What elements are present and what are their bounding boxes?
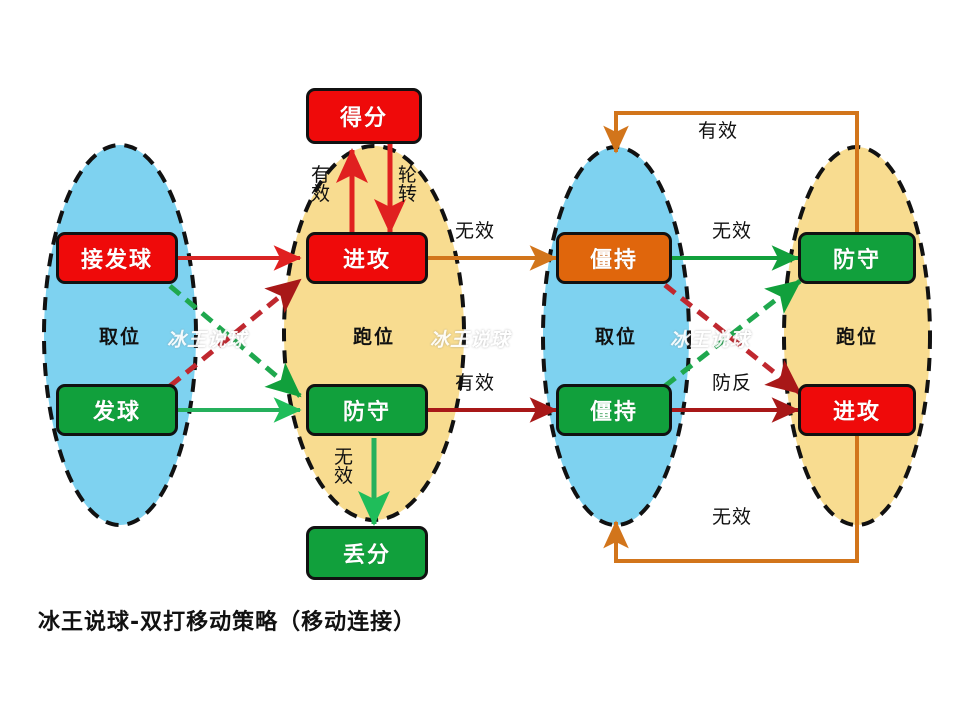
node-attack-left-label: 进攻 xyxy=(342,248,391,273)
diagram-caption: 冰王说球-双打移动策略（移动连接） xyxy=(38,610,417,635)
node-defend-right-label: 防守 xyxy=(832,248,881,273)
edge-label-defend-loop: 有效 xyxy=(698,120,739,142)
node-score-label: 得分 xyxy=(339,106,388,131)
node-lose[interactable]: 丢分 xyxy=(306,526,428,580)
node-stall-green-label: 僵持 xyxy=(589,400,638,425)
edge-label-attack-loop: 无效 xyxy=(712,506,753,528)
node-attack-right-label: 进攻 xyxy=(832,400,881,425)
edge-label-score-up: 有效 xyxy=(311,164,332,206)
node-defend-left[interactable]: 防守 xyxy=(306,384,428,436)
node-stall-orange[interactable]: 僵持 xyxy=(556,232,672,284)
node-score[interactable]: 得分 xyxy=(306,88,422,144)
edge-stall1-to-attack2-dashed xyxy=(663,283,802,395)
node-attack-left[interactable]: 进攻 xyxy=(306,232,428,284)
zone-label-1: 取位 xyxy=(98,326,141,348)
edge-label-score-down: 轮转 xyxy=(398,164,419,206)
node-stall-orange-label: 僵持 xyxy=(589,248,638,273)
node-attack-right[interactable]: 进攻 xyxy=(798,384,916,436)
edge-label-defend-to-stall: 有效 xyxy=(455,372,496,394)
node-receive-label: 接发球 xyxy=(80,248,153,273)
zone-label-3: 取位 xyxy=(594,326,637,348)
edge-attack2-to-position-loop xyxy=(603,436,859,563)
edge-stall2-to-defend2-dashed xyxy=(663,279,802,388)
edge-defend2-to-position-loop xyxy=(603,111,859,236)
zone-label-4: 跑位 xyxy=(835,326,878,348)
edge-label-stall-to-defend: 无效 xyxy=(712,220,753,242)
node-lose-label: 丢分 xyxy=(342,543,391,568)
edge-label-stall-to-attack: 防反 xyxy=(712,372,753,394)
node-receive[interactable]: 接发球 xyxy=(56,232,178,284)
zone-label-2: 跑位 xyxy=(352,326,395,348)
node-defend-right[interactable]: 防守 xyxy=(798,232,916,284)
node-serve[interactable]: 发球 xyxy=(56,384,178,436)
node-defend-left-label: 防守 xyxy=(342,400,391,425)
node-stall-green[interactable]: 僵持 xyxy=(556,384,672,436)
edge-label-attack-to-stall: 无效 xyxy=(455,220,496,242)
edge-serve-to-attack1-dashed xyxy=(168,278,302,388)
edge-receive-to-defend1-dashed xyxy=(168,284,302,398)
node-serve-label: 发球 xyxy=(92,400,141,425)
edge-label-defend-to-lose: 无效 xyxy=(334,446,355,488)
